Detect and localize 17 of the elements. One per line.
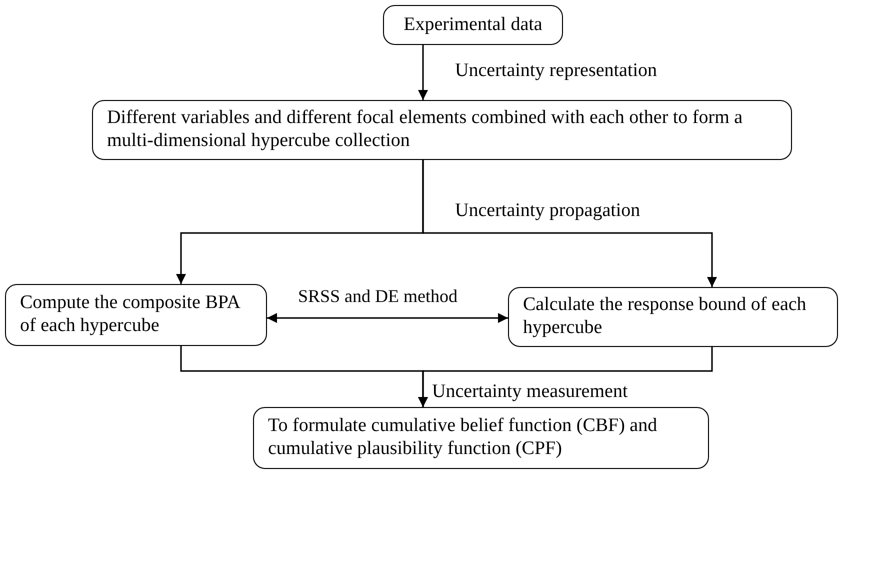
- box-text: Different variables and different focal elements combined with each other to form a multi-dimensional hypercube collection: [107, 107, 744, 153]
- edge-label: Uncertainty representation: [455, 60, 658, 83]
- process-box: [5, 284, 267, 346]
- process-box: [92, 100, 792, 160]
- arrow: [418, 347, 713, 407]
- process-box: [508, 287, 838, 347]
- process-box: [383, 5, 563, 45]
- box-text: Experimental data: [404, 14, 542, 36]
- edge-label: Uncertainty propagation: [455, 200, 640, 223]
- arrow: [267, 313, 508, 323]
- box-text: Calculate the response bound of each hypercube: [523, 294, 808, 340]
- edge-label: Uncertainty measurement: [432, 381, 628, 404]
- box-text: To formulate cumulative belief function (CBF) and cumulative plausibility function (CPF): [268, 415, 658, 461]
- arrow: [422, 160, 717, 287]
- arrow: [418, 45, 428, 100]
- process-box: [253, 407, 709, 469]
- box-text: Compute the composite BPA of each hypercube: [20, 292, 241, 338]
